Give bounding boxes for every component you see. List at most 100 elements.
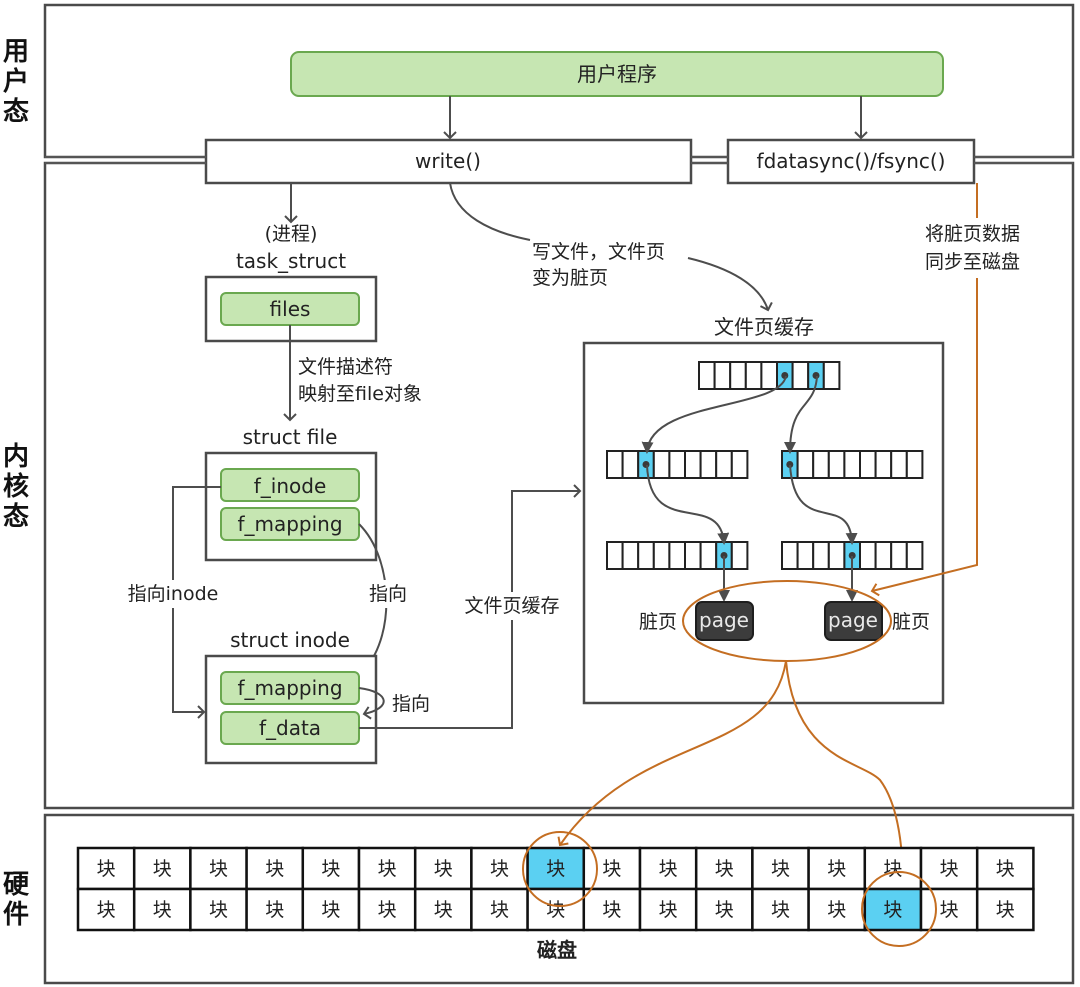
disk-block-label: 块: [209, 899, 228, 921]
radix-edge-root-left: [641, 375, 787, 454]
sync-note-line2: 同步至磁盘: [925, 251, 1020, 273]
disk-block: [470, 887, 529, 932]
points-to-note-2: 指向: [392, 693, 430, 715]
radix-slot: [905, 450, 924, 479]
fd-mapping-note-line2: 映射至file对象: [298, 383, 422, 405]
layer-label-hardware: 硬件: [3, 870, 30, 930]
radix-pointer-dot: [720, 552, 728, 559]
points-to-note: 指向: [369, 583, 407, 605]
radix-node-mid-right: [781, 450, 924, 479]
page-cache-box: [582, 341, 945, 705]
disk-block: [76, 887, 136, 932]
page-cache-title: 文件页缓存: [714, 315, 814, 339]
radix-slot: [637, 541, 655, 570]
disk-block-label: 块: [883, 858, 902, 880]
radix-slot: [874, 450, 893, 479]
radix-slot: [652, 541, 671, 570]
radix-slot: [652, 450, 671, 479]
disk-block-label: 块: [209, 858, 228, 880]
f-data-label: f_data: [259, 716, 321, 740]
disk-label: 磁盘: [537, 938, 577, 962]
write-dirty-note-line1: 写文件，文件页: [532, 241, 665, 263]
radix-slot: [668, 541, 687, 570]
disk-block-label: 块: [490, 858, 509, 880]
files-field-label: files: [270, 297, 311, 321]
disk-block-label: 块: [771, 858, 790, 880]
block-highlight-left: [522, 831, 598, 907]
radix-slot: [827, 541, 846, 570]
radix-slot: [796, 541, 815, 570]
disk-block-dirty: [526, 846, 586, 891]
disk-block: [975, 846, 1035, 891]
radix-slot: [729, 361, 747, 390]
f-mapping-label: f_mapping: [237, 512, 342, 536]
disk-block-label: 块: [771, 899, 790, 921]
radix-slot: [699, 450, 718, 479]
user-program-box: [290, 51, 944, 97]
disk-block: [245, 846, 305, 891]
radix-slot: [822, 361, 841, 390]
radix-edge-mid-right: [789, 464, 858, 545]
radix-slot: [715, 450, 733, 479]
sync-call-label: fdatasync()/fsync(): [757, 149, 946, 173]
f-inode-label: f_inode: [254, 474, 327, 498]
disk-block-label: 块: [490, 899, 509, 921]
layer-label-kernel: 内核态: [3, 442, 29, 532]
disk-block-label: 块: [827, 899, 846, 921]
disk-block-label: 块: [153, 899, 172, 921]
disk-block-label: 块: [546, 899, 565, 921]
disk-block-label: 块: [996, 858, 1015, 880]
radix-slot: [606, 541, 624, 570]
radix-slot: [760, 361, 779, 390]
radix-slot: [890, 541, 908, 570]
disk-block-label: 块: [97, 858, 116, 880]
radix-slot: [905, 541, 924, 570]
disk-block: [413, 846, 473, 891]
radix-slot: [812, 450, 830, 479]
radix-slot: [744, 361, 763, 390]
layer-label-user: 用户态: [3, 37, 29, 127]
radix-slot: [730, 450, 749, 479]
radix-slot: [859, 450, 877, 479]
disk-block-label: 块: [996, 899, 1015, 921]
arrow-note-to-page-cache: [687, 257, 773, 312]
disk-block-label: 块: [940, 899, 959, 921]
fd-mapping-note-line1: 文件描述符: [298, 356, 393, 378]
radix-node-leaf-right: [781, 541, 924, 570]
radix-slot: [890, 450, 908, 479]
radix-slot: [713, 361, 732, 390]
disk-block: [526, 887, 586, 932]
user-program-label: 用户程序: [577, 62, 657, 86]
disk-block: [470, 846, 529, 891]
disk-block-label: 块: [321, 899, 340, 921]
radix-pointer-dot: [642, 461, 650, 468]
radix-slot: [684, 450, 702, 479]
dirty-right-label: 脏页: [892, 611, 930, 633]
arrow-mapping-to-data: [358, 687, 385, 720]
arrow-dirty-to-block-left: [557, 660, 787, 847]
disk-block-label: 块: [602, 858, 621, 880]
disk-block-label: 块: [659, 899, 678, 921]
radix-node-root: [698, 361, 841, 390]
arrow-sync-to-dirty-pages: [870, 278, 978, 597]
sync-note-line1: 将脏页数据: [925, 223, 1020, 245]
write-call-box: [204, 138, 693, 185]
dirty-left-label: 脏页: [639, 611, 677, 633]
task-struct-label: task_struct: [236, 249, 346, 273]
disk-blocks: 块块块块块块块块块块块块块块块块块块块块块块块块块块块块块块块块块块: [76, 846, 1035, 932]
radix-slot: [684, 541, 702, 570]
radix-pointer-dot: [848, 552, 856, 559]
struct-inode-label: struct inode: [230, 628, 350, 652]
disk-block-label: 块: [546, 858, 565, 880]
disk-block-label: 块: [883, 899, 902, 921]
disk-block-label: 块: [602, 899, 621, 921]
disk-block: [301, 887, 361, 932]
radix-slot: [621, 541, 640, 570]
radix-slot: [781, 541, 799, 570]
disk-block-label: 块: [378, 899, 397, 921]
disk-block-label: 块: [715, 899, 734, 921]
radix-slot: [791, 361, 810, 390]
page-right: [824, 601, 883, 641]
disk-block-label: 块: [827, 858, 846, 880]
disk-block-label: 块: [153, 858, 172, 880]
